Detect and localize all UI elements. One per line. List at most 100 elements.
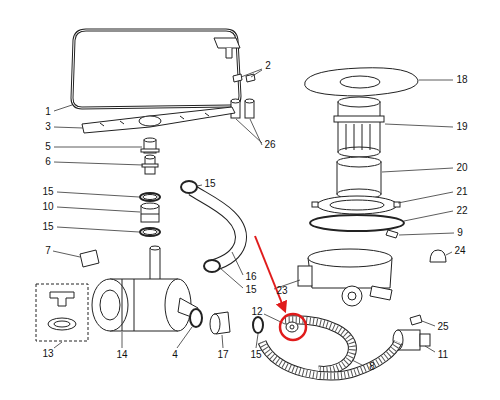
sump-ring	[330, 200, 384, 210]
seal-ring	[143, 195, 157, 200]
leader-line	[53, 69, 454, 366]
drain-hose	[204, 260, 220, 272]
spray-arm	[205, 113, 209, 116]
coupler	[141, 138, 159, 174]
rack-bushing	[245, 99, 254, 103]
callout-number: 5	[45, 141, 51, 153]
leader-line	[256, 334, 258, 348]
rack-frame	[214, 38, 240, 48]
leader-line	[54, 147, 142, 148]
sump-housing	[298, 266, 312, 286]
rack-bushing	[231, 99, 254, 118]
callout-number: 1	[45, 106, 51, 118]
sump-housing	[298, 249, 392, 306]
spray-arm	[120, 121, 124, 124]
leader-line	[54, 127, 83, 128]
callout-number: 19	[456, 121, 467, 133]
cap	[430, 250, 446, 262]
sump-housing	[370, 286, 392, 300]
sump-ring	[310, 215, 404, 231]
pump-motor	[92, 246, 198, 331]
callout-number: 15	[250, 349, 261, 361]
leader-line	[419, 80, 453, 81]
coupler	[144, 138, 156, 142]
leader-line	[398, 192, 453, 203]
leader-line	[177, 327, 192, 348]
filter-cylinder	[338, 147, 380, 157]
callout-number: 7	[45, 245, 51, 257]
rack-frame	[226, 48, 232, 58]
drain-hose	[192, 190, 241, 265]
callout-number: 9	[457, 227, 463, 239]
corrugated-hose	[262, 342, 398, 376]
rack-bushing	[245, 101, 254, 118]
callout-number: 20	[456, 162, 467, 174]
leader-line	[57, 192, 139, 197]
drain-hose	[181, 181, 241, 272]
leader-line	[425, 346, 435, 352]
filter-cylinder	[334, 97, 384, 157]
kit-box	[36, 284, 88, 341]
filter-cylinder	[354, 124, 355, 150]
leader-line	[385, 124, 453, 127]
filter-cylinder	[362, 124, 363, 150]
leader-line	[241, 69, 262, 77]
callout-number: 10	[42, 201, 53, 213]
callout-number: 22	[456, 205, 467, 217]
corrugated-hose	[285, 320, 352, 371]
callout-number: 6	[45, 156, 51, 168]
corrugated-hose	[285, 320, 352, 371]
leader-line	[250, 119, 262, 145]
drain-hose	[192, 190, 241, 265]
callout-number: 25	[437, 321, 448, 333]
sensor-block	[80, 250, 99, 267]
callout-number: 13	[42, 348, 53, 360]
callout-number: 3	[45, 121, 51, 133]
seal-ring	[140, 193, 160, 201]
callout-number: 15	[245, 284, 256, 296]
pump-seal	[210, 314, 220, 334]
spray-arm	[139, 116, 161, 126]
valve-clip	[410, 315, 422, 325]
rack-frame	[72, 30, 240, 108]
filter-cylinder	[346, 124, 347, 150]
leader-line	[236, 119, 262, 143]
seal-ring	[140, 228, 160, 236]
parts-illustration	[36, 30, 454, 376]
kit-box	[50, 292, 74, 306]
leader-line	[352, 360, 364, 366]
filter-cover	[305, 68, 418, 96]
callout-number: 8	[369, 361, 375, 373]
rack-bushing	[231, 99, 240, 103]
filter-cover	[305, 68, 418, 96]
sump-housing	[348, 292, 356, 300]
sump-ring	[317, 196, 397, 214]
highlight-marker	[280, 314, 306, 340]
callout-number: 15	[42, 221, 53, 233]
coupler	[145, 155, 155, 159]
callout-number: 23	[276, 285, 287, 297]
spray-arm	[82, 107, 235, 133]
seal-ring	[143, 230, 157, 235]
callout-number: 16	[245, 271, 256, 283]
callout-number: 21	[456, 186, 467, 198]
callout-number: 12	[251, 306, 262, 318]
seal-ring	[140, 193, 160, 236]
callout-number: 24	[454, 245, 465, 257]
highlight-marker	[255, 236, 285, 311]
callout-number: 14	[116, 349, 127, 361]
leader-line	[422, 321, 435, 326]
pump-motor	[150, 248, 160, 282]
leader-line	[220, 268, 243, 288]
corrugated-hose	[262, 342, 398, 376]
valve	[420, 334, 430, 346]
leader-line	[446, 252, 452, 255]
leader-line	[382, 168, 453, 172]
filter-cylinder	[338, 102, 380, 152]
pump-motor	[134, 279, 135, 331]
coupler	[141, 149, 159, 152]
leader-line	[197, 185, 202, 186]
callout-number: 17	[217, 349, 228, 361]
